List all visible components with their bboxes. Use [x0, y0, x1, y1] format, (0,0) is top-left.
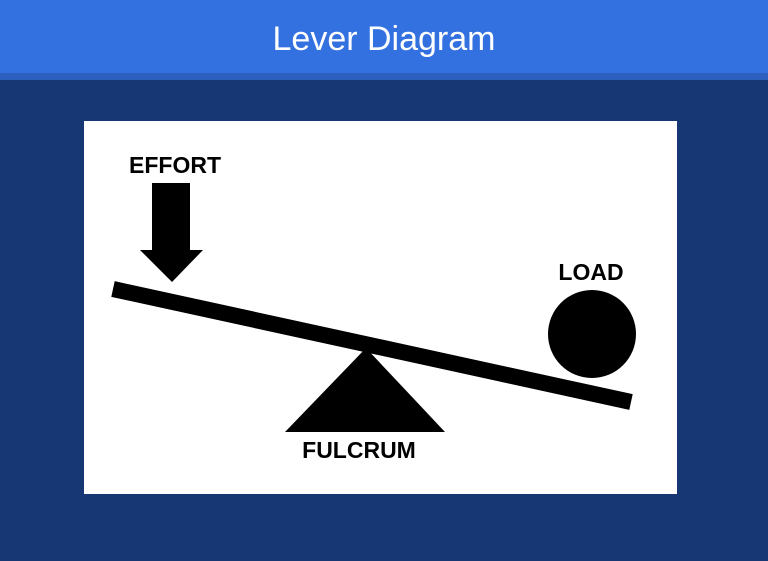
- effort-arrow-icon: [140, 183, 203, 282]
- effort-label: EFFORT: [129, 152, 221, 178]
- page-title: Lever Diagram: [0, 0, 768, 73]
- load-label: LOAD: [558, 259, 623, 285]
- lever-svg: EFFORT FULCRUM LOAD: [111, 152, 636, 463]
- header-divider: [0, 73, 768, 80]
- lever-beam: [111, 281, 633, 410]
- fulcrum-label: FULCRUM: [302, 437, 416, 463]
- load-ball: [548, 290, 636, 378]
- lever-diagram: EFFORT FULCRUM LOAD: [84, 121, 677, 494]
- fulcrum-triangle: [285, 348, 445, 432]
